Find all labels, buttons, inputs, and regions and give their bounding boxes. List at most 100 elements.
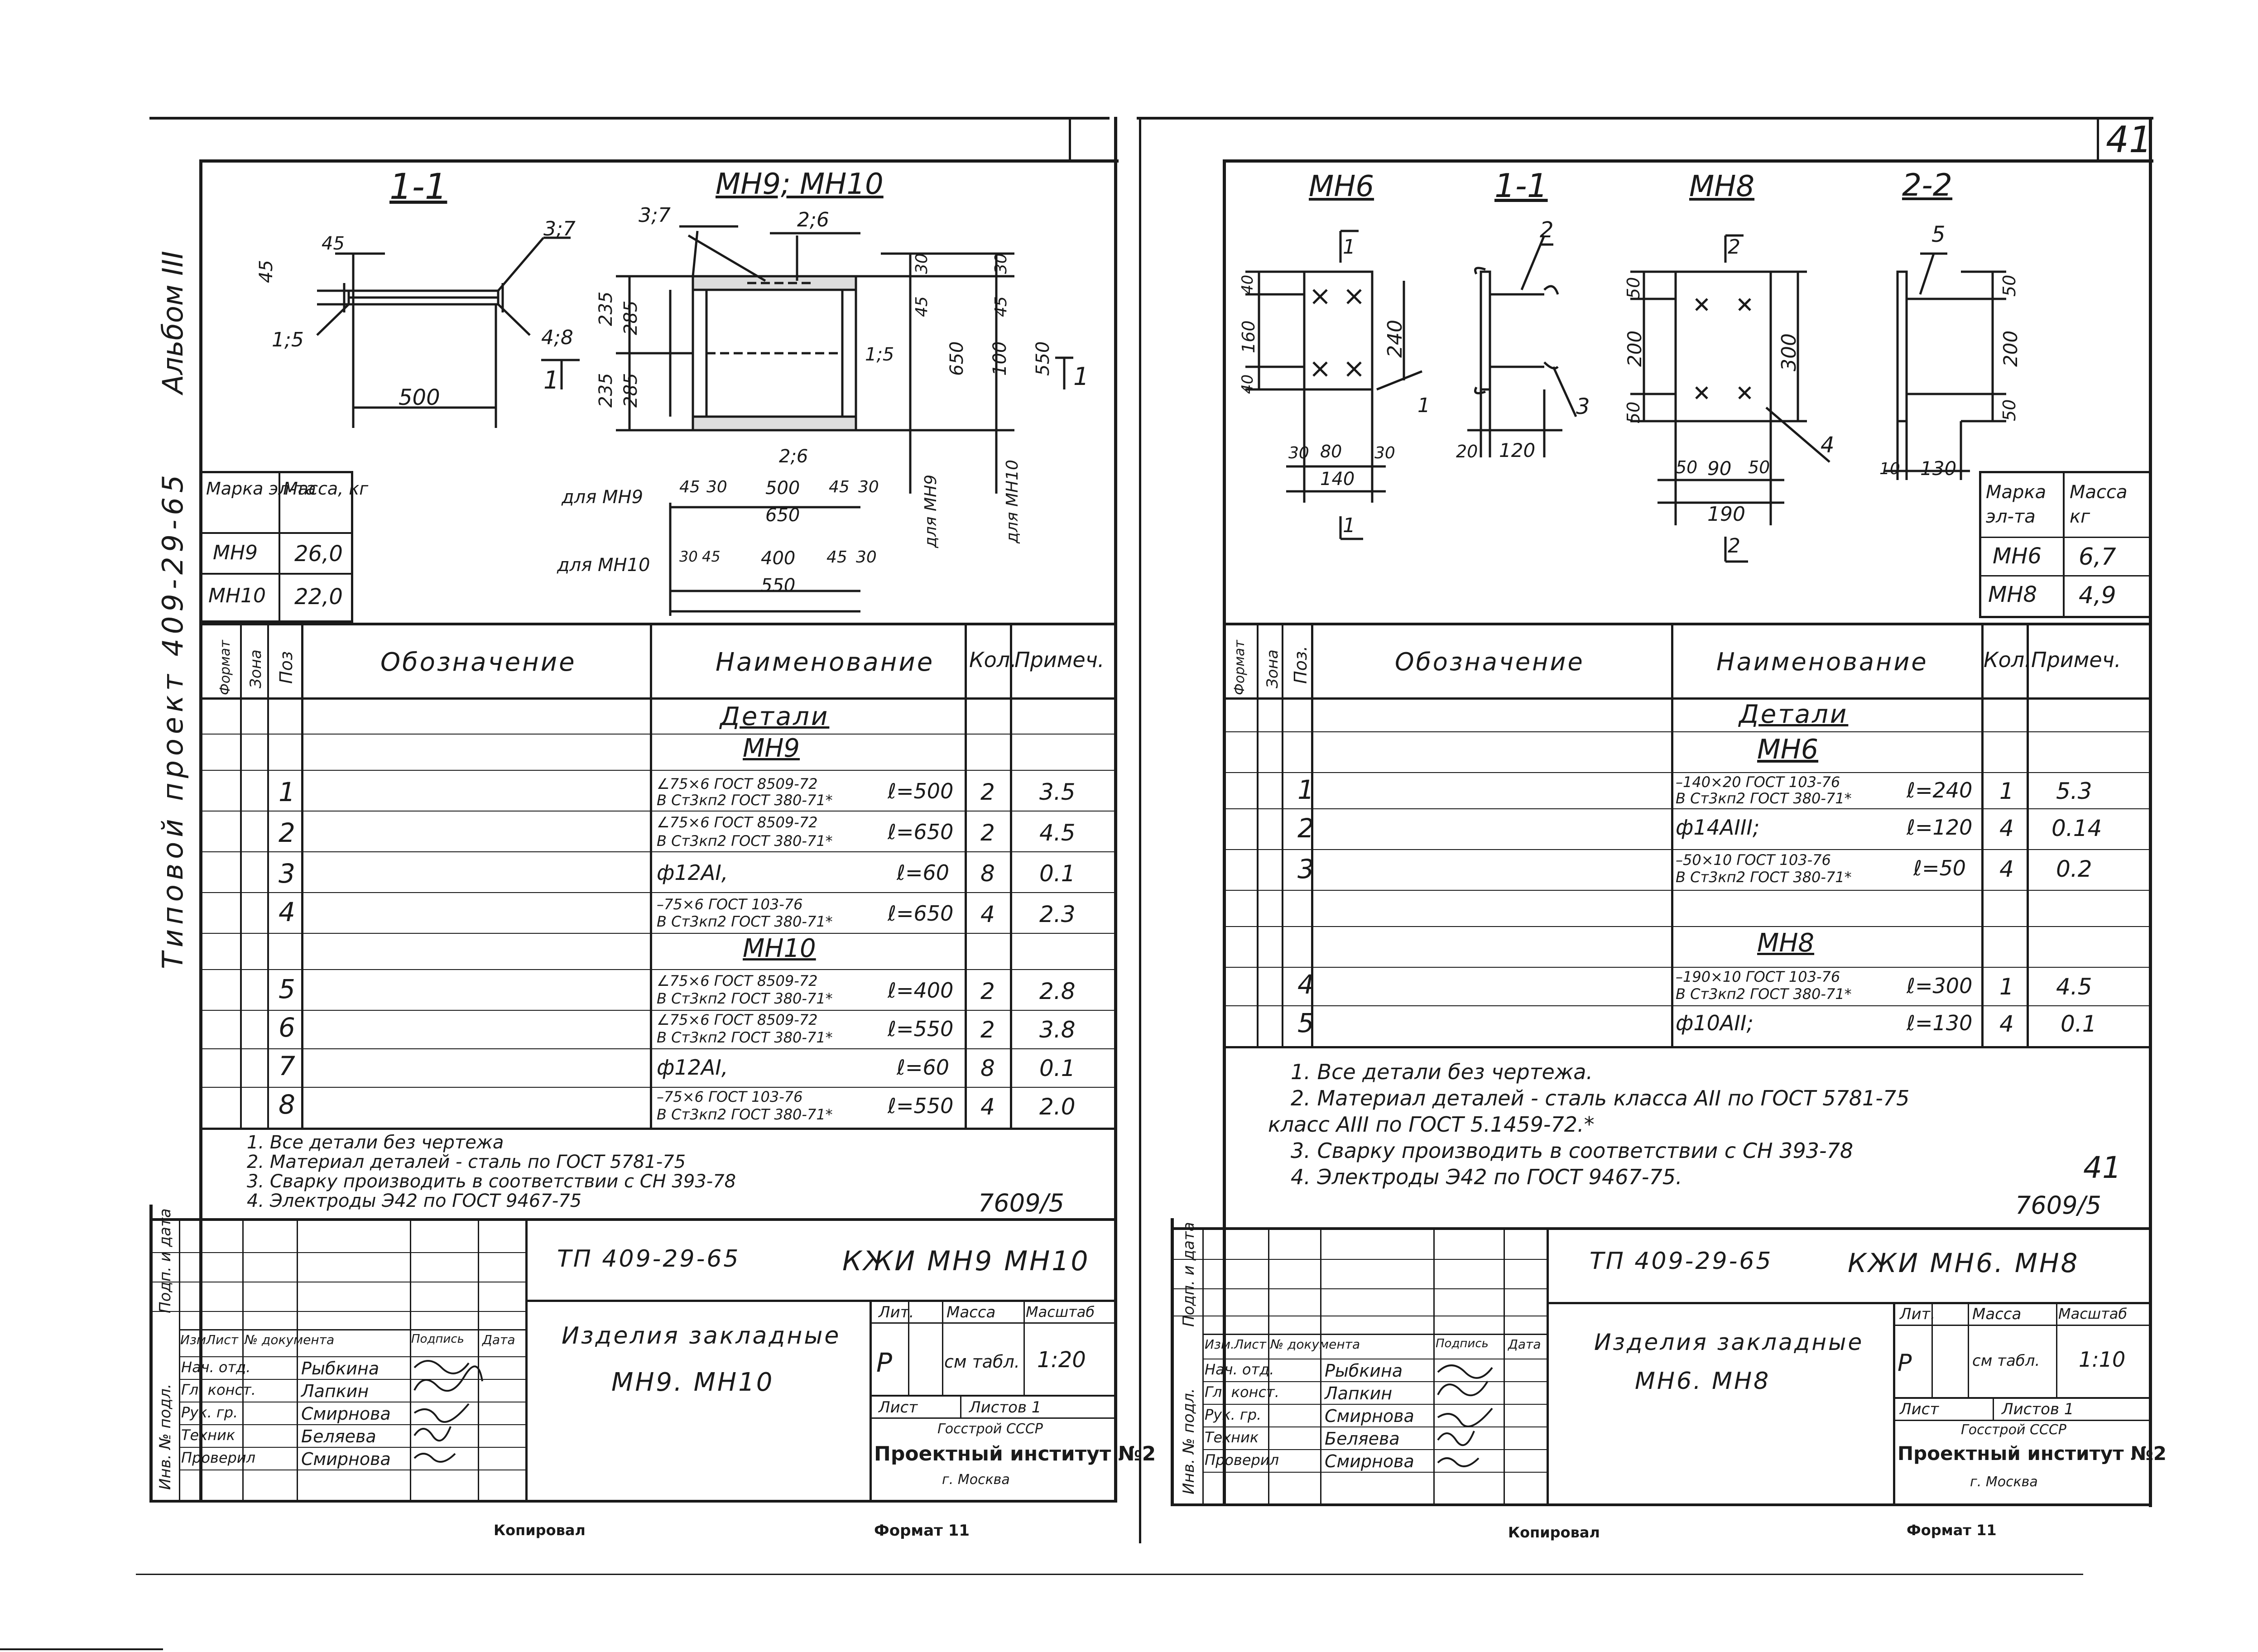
mass-row-mark: МН10 [208, 584, 266, 607]
subgroup-mn10: МН10 [743, 934, 816, 963]
row-length: ℓ=120 [1907, 815, 1973, 840]
col-note: Примеч. [2031, 648, 2121, 672]
row-name: ф12АI, [657, 1055, 728, 1080]
section-marker: 1 [1073, 362, 1089, 391]
callout-label: 2;6 [779, 446, 808, 467]
tb-h-list: Лист [206, 1332, 238, 1347]
tb-mark: КЖИ МН9 МН10 [842, 1245, 1090, 1277]
mn8-label: МН8 [1689, 170, 1755, 203]
tb-sheets-label: Листов 1 [2002, 1400, 2074, 1418]
footer-format: Формат 11 [874, 1522, 970, 1540]
row-pos: 4 [1297, 969, 1314, 1000]
tb-person: Лапкин [1325, 1383, 1393, 1403]
row-length: ℓ=50 [1913, 856, 1966, 880]
section-2-2-label: 2-2 [1902, 168, 1953, 203]
dim-label: 45 [679, 478, 700, 496]
tb-org-2: Проектный институт №2 [1898, 1442, 2167, 1465]
tb-scale-label: Масштаб [2058, 1305, 2128, 1322]
row-pos: 7 [279, 1051, 295, 1081]
dim-label: 80 [1320, 442, 1342, 461]
row-length: ℓ=650 [888, 820, 954, 844]
dim-label: 130 [1920, 457, 1957, 480]
tb-role: Проверил [181, 1449, 256, 1466]
tb-mass-value: см табл. [1972, 1352, 2040, 1370]
tb-org-2: Проектный институт №2 [874, 1442, 1156, 1465]
dim-label: 45 [322, 233, 345, 254]
row-name: ф10АII; [1676, 1011, 1754, 1035]
row-name-2: В Ст3кп2 ГОСТ 380-71* [657, 792, 833, 809]
note-line: 1. Все детали без чертежа [247, 1132, 504, 1153]
row-note: 2.0 [1039, 1094, 1076, 1120]
row-name: –50×10 ГОСТ 103-76 [1676, 851, 1831, 869]
row-note: 3.5 [1039, 779, 1076, 805]
row-note: 0.14 [2051, 815, 2102, 841]
note-line: 2. Материал деталей - сталь по ГОСТ 5781… [247, 1152, 686, 1172]
section-marker: 1 [1343, 514, 1355, 537]
note-line: 4. Электроды Э42 по ГОСТ 9467-75 [247, 1191, 582, 1211]
callout-label: 4;8 [541, 326, 573, 349]
tb-person: Лапкин [301, 1381, 369, 1401]
tb-org-3: г. Москва [1970, 1474, 2038, 1490]
row-qty: 4 [980, 1094, 995, 1120]
dim-label: 30 [706, 478, 727, 496]
note-line: 4. Электроды Э42 по ГОСТ 9467-75. [1291, 1165, 1682, 1189]
row-qty: 8 [980, 1055, 995, 1081]
callout-label: 3 [1576, 394, 1590, 419]
subgroup-mn9: МН9 [743, 734, 800, 763]
section-marker: 2 [1728, 235, 1740, 259]
drawing-title: МН9; МН10 [716, 168, 884, 201]
row-qty: 2 [980, 1017, 995, 1043]
tb-h-izm: Изм [180, 1332, 206, 1347]
tb-role: Гл. конст. [181, 1381, 256, 1398]
mass-header-mass: Масса, кг [283, 479, 369, 499]
tb-role: Техник [1205, 1429, 1259, 1446]
page-number: 41 [2106, 119, 2152, 161]
tb-role: Гл. конст. [1205, 1383, 1279, 1401]
dim-label: 400 [761, 548, 796, 569]
tb-product-2: МН9. МН10 [611, 1368, 774, 1397]
tb-lit-value: Р [1898, 1349, 1912, 1377]
tb-role: Нач. отд. [1205, 1361, 1274, 1378]
tb-code: ТП 409-29-65 [1590, 1248, 1773, 1275]
dim-label: 30 [679, 548, 698, 565]
dim-label: 50 [1748, 457, 1770, 477]
row-note: 0.1 [2061, 1011, 2097, 1037]
tb-person: Смирнова [301, 1449, 391, 1469]
note-line: 2. Материал деталей - сталь класса АII п… [1291, 1086, 1910, 1110]
row-length: ℓ=240 [1907, 778, 1973, 802]
tb-scale-value: 1:20 [1037, 1347, 1086, 1373]
row-pos: 3 [1297, 854, 1314, 884]
dim-label: 500 [765, 478, 800, 499]
tb-lit-value: Р [876, 1347, 892, 1378]
row-length: ℓ=650 [888, 901, 954, 926]
tb-product: Изделия закладные [562, 1322, 841, 1349]
col-name: Наименование [716, 648, 935, 677]
callout-label: 2;6 [797, 208, 829, 231]
row-note: 5.3 [2056, 778, 2092, 804]
mn6-label: МН6 [1309, 170, 1374, 203]
row-pos: 6 [279, 1012, 295, 1043]
row-length: ℓ=300 [1907, 974, 1973, 998]
row-pos: 2 [1297, 813, 1314, 844]
tb-product-2: МН6. МН8 [1635, 1368, 1771, 1395]
row-name: ∠75×6 ГОСТ 8509-72 [657, 1011, 818, 1028]
tb-scale-label: Масштаб [1026, 1303, 1095, 1321]
dim-label: 45 [702, 548, 721, 565]
row-name-2: В Ст3кп2 ГОСТ 380-71* [657, 1106, 833, 1123]
tb-org-3: г. Москва [942, 1472, 1010, 1488]
row-name-2: В Ст3кп2 ГОСТ 380-71* [1676, 985, 1852, 1003]
tb-mass-label: Масса [946, 1303, 996, 1321]
row-pos: 5 [1297, 1008, 1314, 1038]
row-name-2: В Ст3кп2 ГОСТ 380-71* [1676, 869, 1852, 886]
callout-label: 1 [1417, 394, 1430, 417]
tb-lit-label: Лит. [879, 1303, 914, 1321]
scan-edge-line [136, 1574, 2083, 1575]
col-qty: Кол. [969, 648, 1017, 672]
dim-label: 45 [826, 548, 847, 567]
row-name: –190×10 ГОСТ 103-76 [1676, 968, 1840, 985]
tb-role: Рук. гр. [1205, 1406, 1262, 1423]
callout-label: 5 [1931, 222, 1946, 247]
